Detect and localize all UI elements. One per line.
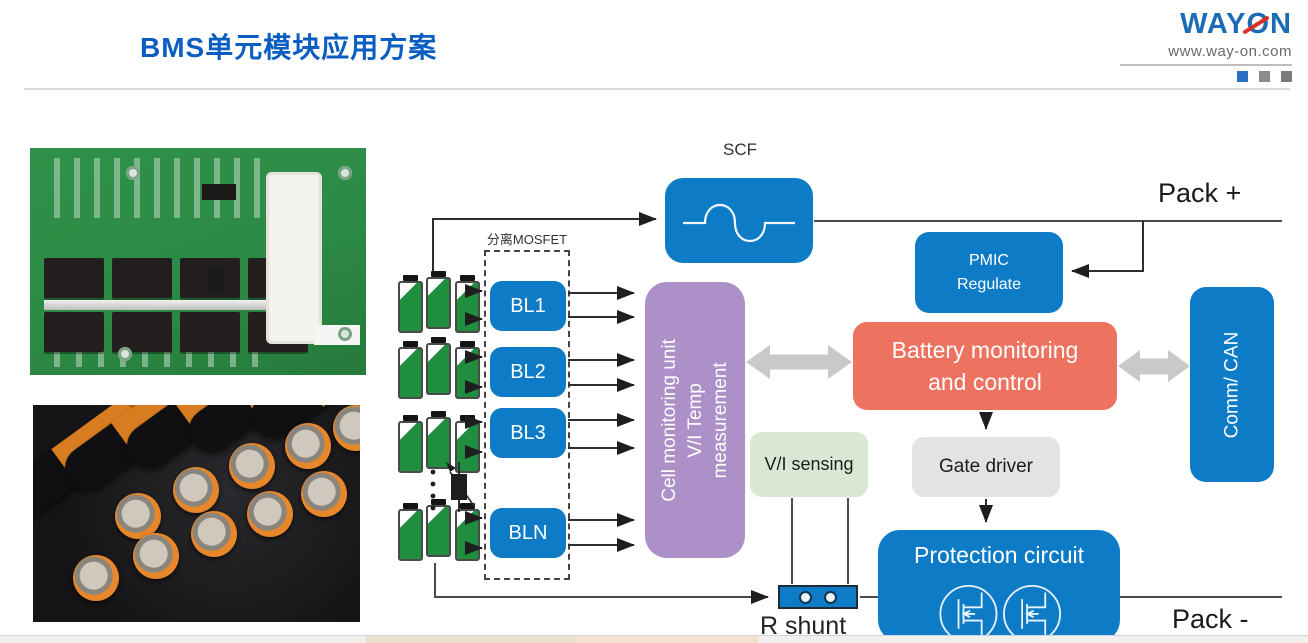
battery-cap (247, 491, 293, 537)
battery-cap (133, 533, 179, 579)
battery-cell-group-n (398, 499, 482, 563)
logo-o-with-slash-icon: O (1246, 8, 1271, 40)
battery-cap (333, 405, 360, 451)
page-title: BMS单元模块应用方案 (140, 32, 438, 63)
block-protection-circuit: Protection circuit (878, 530, 1120, 642)
mosfet-group-label: 分离MOSFET (486, 232, 568, 247)
block-bl1: BL1 (490, 281, 566, 331)
battery-cap (191, 511, 237, 557)
block-bl2: BL2 (490, 347, 566, 397)
battery-cap (173, 467, 219, 513)
block-vi-sensing: V/I sensing (750, 432, 868, 497)
logo-underline (1120, 64, 1292, 66)
bms-pcb-photo (30, 148, 366, 375)
pack-minus-label: Pack - (1172, 604, 1249, 634)
battery-cap (301, 471, 347, 517)
block-bln: BLN (490, 508, 566, 558)
battery-cap (115, 493, 161, 539)
block-scf (665, 178, 813, 263)
battery-cell-group-2 (398, 337, 482, 401)
battery-cell-group-1 (398, 271, 482, 335)
logo-squares-decoration (1120, 71, 1292, 82)
block-comm-can: Comm/ CAN (1190, 287, 1274, 482)
battery-cap (229, 443, 275, 489)
r-shunt-symbol (778, 585, 858, 609)
battery-cap (73, 555, 119, 601)
block-gate-driver: Gate driver (912, 437, 1060, 497)
mosfet-symbols-icon (939, 584, 1061, 642)
block-bl3: BL3 (490, 408, 566, 458)
battery-cell-group-3 (398, 411, 482, 475)
logo-wordmark: WAYON (1180, 8, 1292, 40)
company-logo: WAYON www.way-on.com (1120, 10, 1292, 82)
aa-batteries-photo (33, 405, 360, 622)
sine-wave-icon (683, 203, 795, 242)
battery-cap (285, 423, 331, 469)
company-url: www.way-on.com (1168, 43, 1292, 60)
scf-label: SCF (723, 140, 757, 159)
pack-plus-label: Pack + (1158, 178, 1242, 208)
block-cell-monitoring-unit: Cell monitoring unit V/I Temp measuremen… (645, 282, 745, 558)
header-divider (24, 88, 1290, 90)
bottom-edge-strip (0, 635, 1308, 643)
